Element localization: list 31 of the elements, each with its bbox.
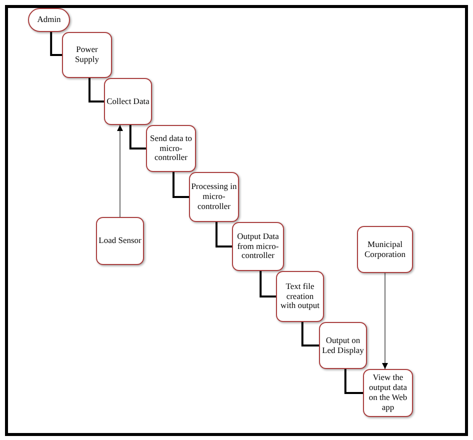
box-label: Text file creation with output — [280, 282, 320, 312]
box-label: Send data to micro-controller — [148, 134, 194, 164]
box-label: Admin — [37, 15, 61, 25]
rounded-pill — [28, 8, 70, 32]
process-box — [146, 125, 196, 172]
box-label: Municipal Corporation — [363, 240, 407, 260]
process-box — [276, 271, 324, 322]
process-box — [357, 226, 413, 273]
connector-line — [172, 172, 189, 198]
connector-line — [216, 222, 232, 248]
arrow — [117, 125, 123, 217]
box-label: Power Supply — [74, 45, 100, 65]
box-label: Processing in micro-controller — [191, 182, 237, 212]
connector-line — [301, 322, 319, 346]
process-box — [319, 322, 367, 369]
process-box — [104, 78, 152, 125]
connector-line — [260, 271, 276, 298]
box-label: Output Data from micro-controller — [236, 232, 280, 262]
connector-line — [344, 369, 363, 394]
process-box — [96, 217, 144, 265]
process-box — [232, 222, 284, 271]
process-box — [189, 172, 239, 222]
arrow — [382, 273, 388, 369]
box-label: Collect Data — [106, 96, 150, 106]
connector-line — [50, 32, 62, 56]
process-box — [62, 32, 112, 78]
connector-line — [129, 125, 146, 150]
connector-line — [88, 78, 104, 102]
box-label: Output on Led Display — [321, 336, 365, 356]
box-label: Load Sensor — [98, 236, 142, 246]
box-label: View the output data on the Web app — [368, 373, 408, 413]
